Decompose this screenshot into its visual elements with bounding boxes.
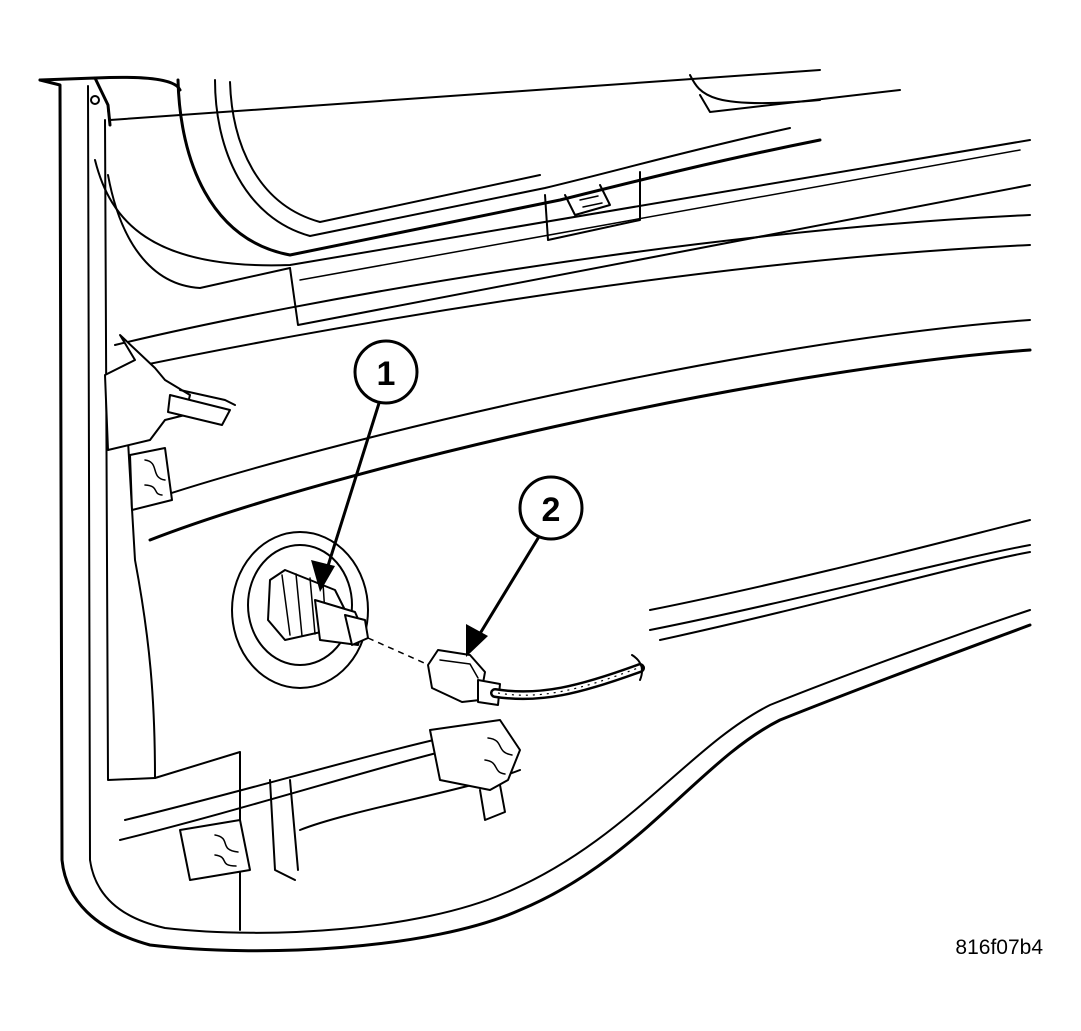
bottom-rib — [124, 729, 481, 821]
pull-cup-upper — [289, 184, 1031, 326]
bottom-right-clip-wave — [484, 737, 513, 775]
right-lower-line — [649, 519, 1031, 611]
armrest-top-2 — [119, 244, 1031, 371]
callout-1-number: 1 — [377, 355, 396, 393]
connector-top-edge — [439, 659, 479, 679]
bezel-curve-inner-2 — [229, 81, 541, 223]
bezel-latch-slots — [579, 195, 603, 208]
connection-dashed-line — [367, 637, 441, 671]
bottom-left-clip-wave — [214, 834, 239, 867]
bezel-latch — [544, 171, 641, 241]
clip-tab-edge — [179, 389, 236, 406]
bezel-top-lip-2 — [699, 89, 901, 113]
bottom-right-clip — [429, 719, 521, 791]
armrest-lower — [149, 319, 1031, 501]
upper-left-clip-tab — [167, 394, 231, 426]
courtesy-lamp-socket — [231, 531, 369, 689]
lamp-wire-connector — [427, 649, 645, 706]
bottom-section — [119, 519, 1031, 931]
bezel-curve-outer — [176, 78, 822, 257]
panel-top-rail — [93, 75, 182, 92]
mid-left-clip — [129, 447, 173, 511]
lower-vertical-2 — [289, 779, 299, 871]
callout-1-leader — [320, 398, 382, 587]
right-lower-line-2 — [649, 544, 1031, 631]
bezel-top-lip — [689, 74, 821, 105]
callout-2-circle — [518, 475, 584, 541]
rib-line-1 — [94, 139, 1031, 267]
panel-outer-edge — [38, 78, 1032, 953]
wire-end — [631, 654, 643, 681]
callout-1-arrowhead — [311, 560, 335, 592]
callout-1-circle — [353, 339, 419, 405]
pull-cup-upper-inner — [299, 149, 1021, 281]
bezel-latch-inner — [564, 184, 611, 216]
panel-top-rail-line — [107, 69, 821, 121]
bezel-curve-inner — [214, 79, 791, 237]
upper-bezel — [94, 74, 1031, 326]
armrest-lower-2 — [148, 348, 1032, 542]
figure-id: 816f07b4 — [955, 936, 1043, 959]
left-clips — [104, 334, 236, 511]
rib-line-2 — [107, 174, 291, 289]
corner-screw — [90, 95, 100, 105]
wire-harness-wrap — [497, 667, 639, 696]
mid-left-clip-wave — [144, 459, 166, 496]
door-trim-panel — [38, 69, 1032, 953]
upper-left-clip — [104, 334, 191, 451]
panel-inner-vertical-2 — [124, 389, 156, 779]
callout-2: 2 — [466, 475, 584, 657]
callout-2-arrowhead — [466, 624, 488, 657]
panel-inner-edge — [87, 85, 1031, 934]
callout-2-number: 2 — [542, 491, 561, 529]
connector-boot — [477, 679, 501, 706]
bottom-right-clip-foot — [479, 784, 506, 821]
bulb-socket-ribs — [281, 573, 327, 637]
armrest — [104, 119, 1032, 781]
right-lower-line-3 — [659, 551, 1031, 641]
lower-vertical — [269, 779, 296, 881]
panel-inner-vertical — [104, 119, 156, 781]
bottom-left-clip — [179, 819, 251, 881]
callout-1: 1 — [311, 339, 419, 592]
callout-2-leader — [468, 533, 542, 652]
armrest-top — [114, 214, 1031, 346]
